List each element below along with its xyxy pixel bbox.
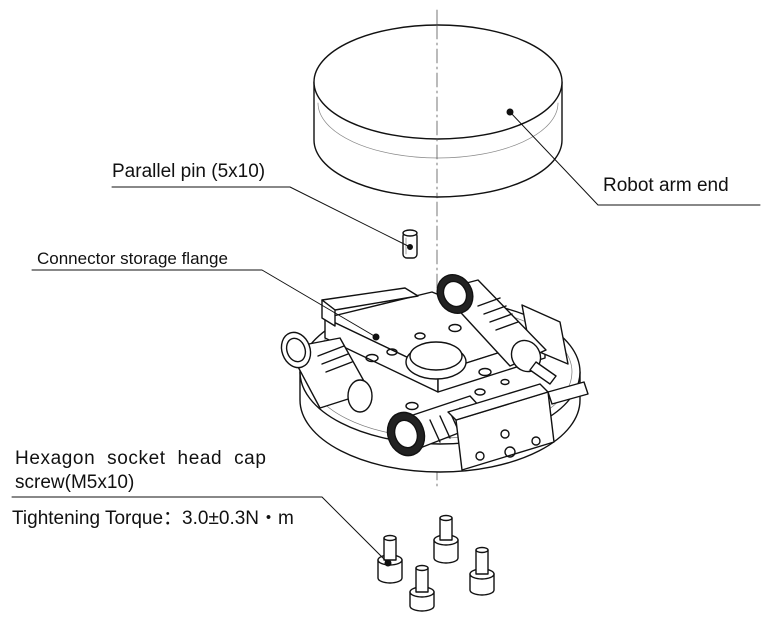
label-screw-line1: Hexagon socket head cap (15, 448, 267, 469)
connector-flange-part (280, 274, 589, 473)
label-robot-arm-end: Robot arm end (603, 175, 729, 196)
right-connector (436, 274, 557, 385)
front-connector (386, 381, 589, 471)
screw-1 (377, 534, 403, 584)
label-connector-flange: Connector storage flange (37, 249, 228, 268)
label-parallel-pin: Parallel pin (5x10) (112, 161, 266, 182)
left-connector (280, 331, 373, 413)
screw-4 (409, 564, 435, 612)
leader-parallel-pin (111, 186, 413, 250)
leader-robot-arm-end (506, 108, 761, 206)
leader-screw (11, 496, 392, 567)
leader-lines (11, 108, 761, 567)
label-torque: Tightening Torque：3.0±0.3N・m (12, 508, 294, 529)
robot-arm-end-part (313, 24, 563, 198)
hex-screws (377, 514, 495, 612)
leader-connector-flange (31, 269, 380, 341)
label-screw-line2: screw(M5x10) (15, 472, 135, 493)
screw-3 (469, 546, 495, 596)
screw-2 (433, 514, 459, 564)
parallel-pin-part (402, 229, 418, 259)
